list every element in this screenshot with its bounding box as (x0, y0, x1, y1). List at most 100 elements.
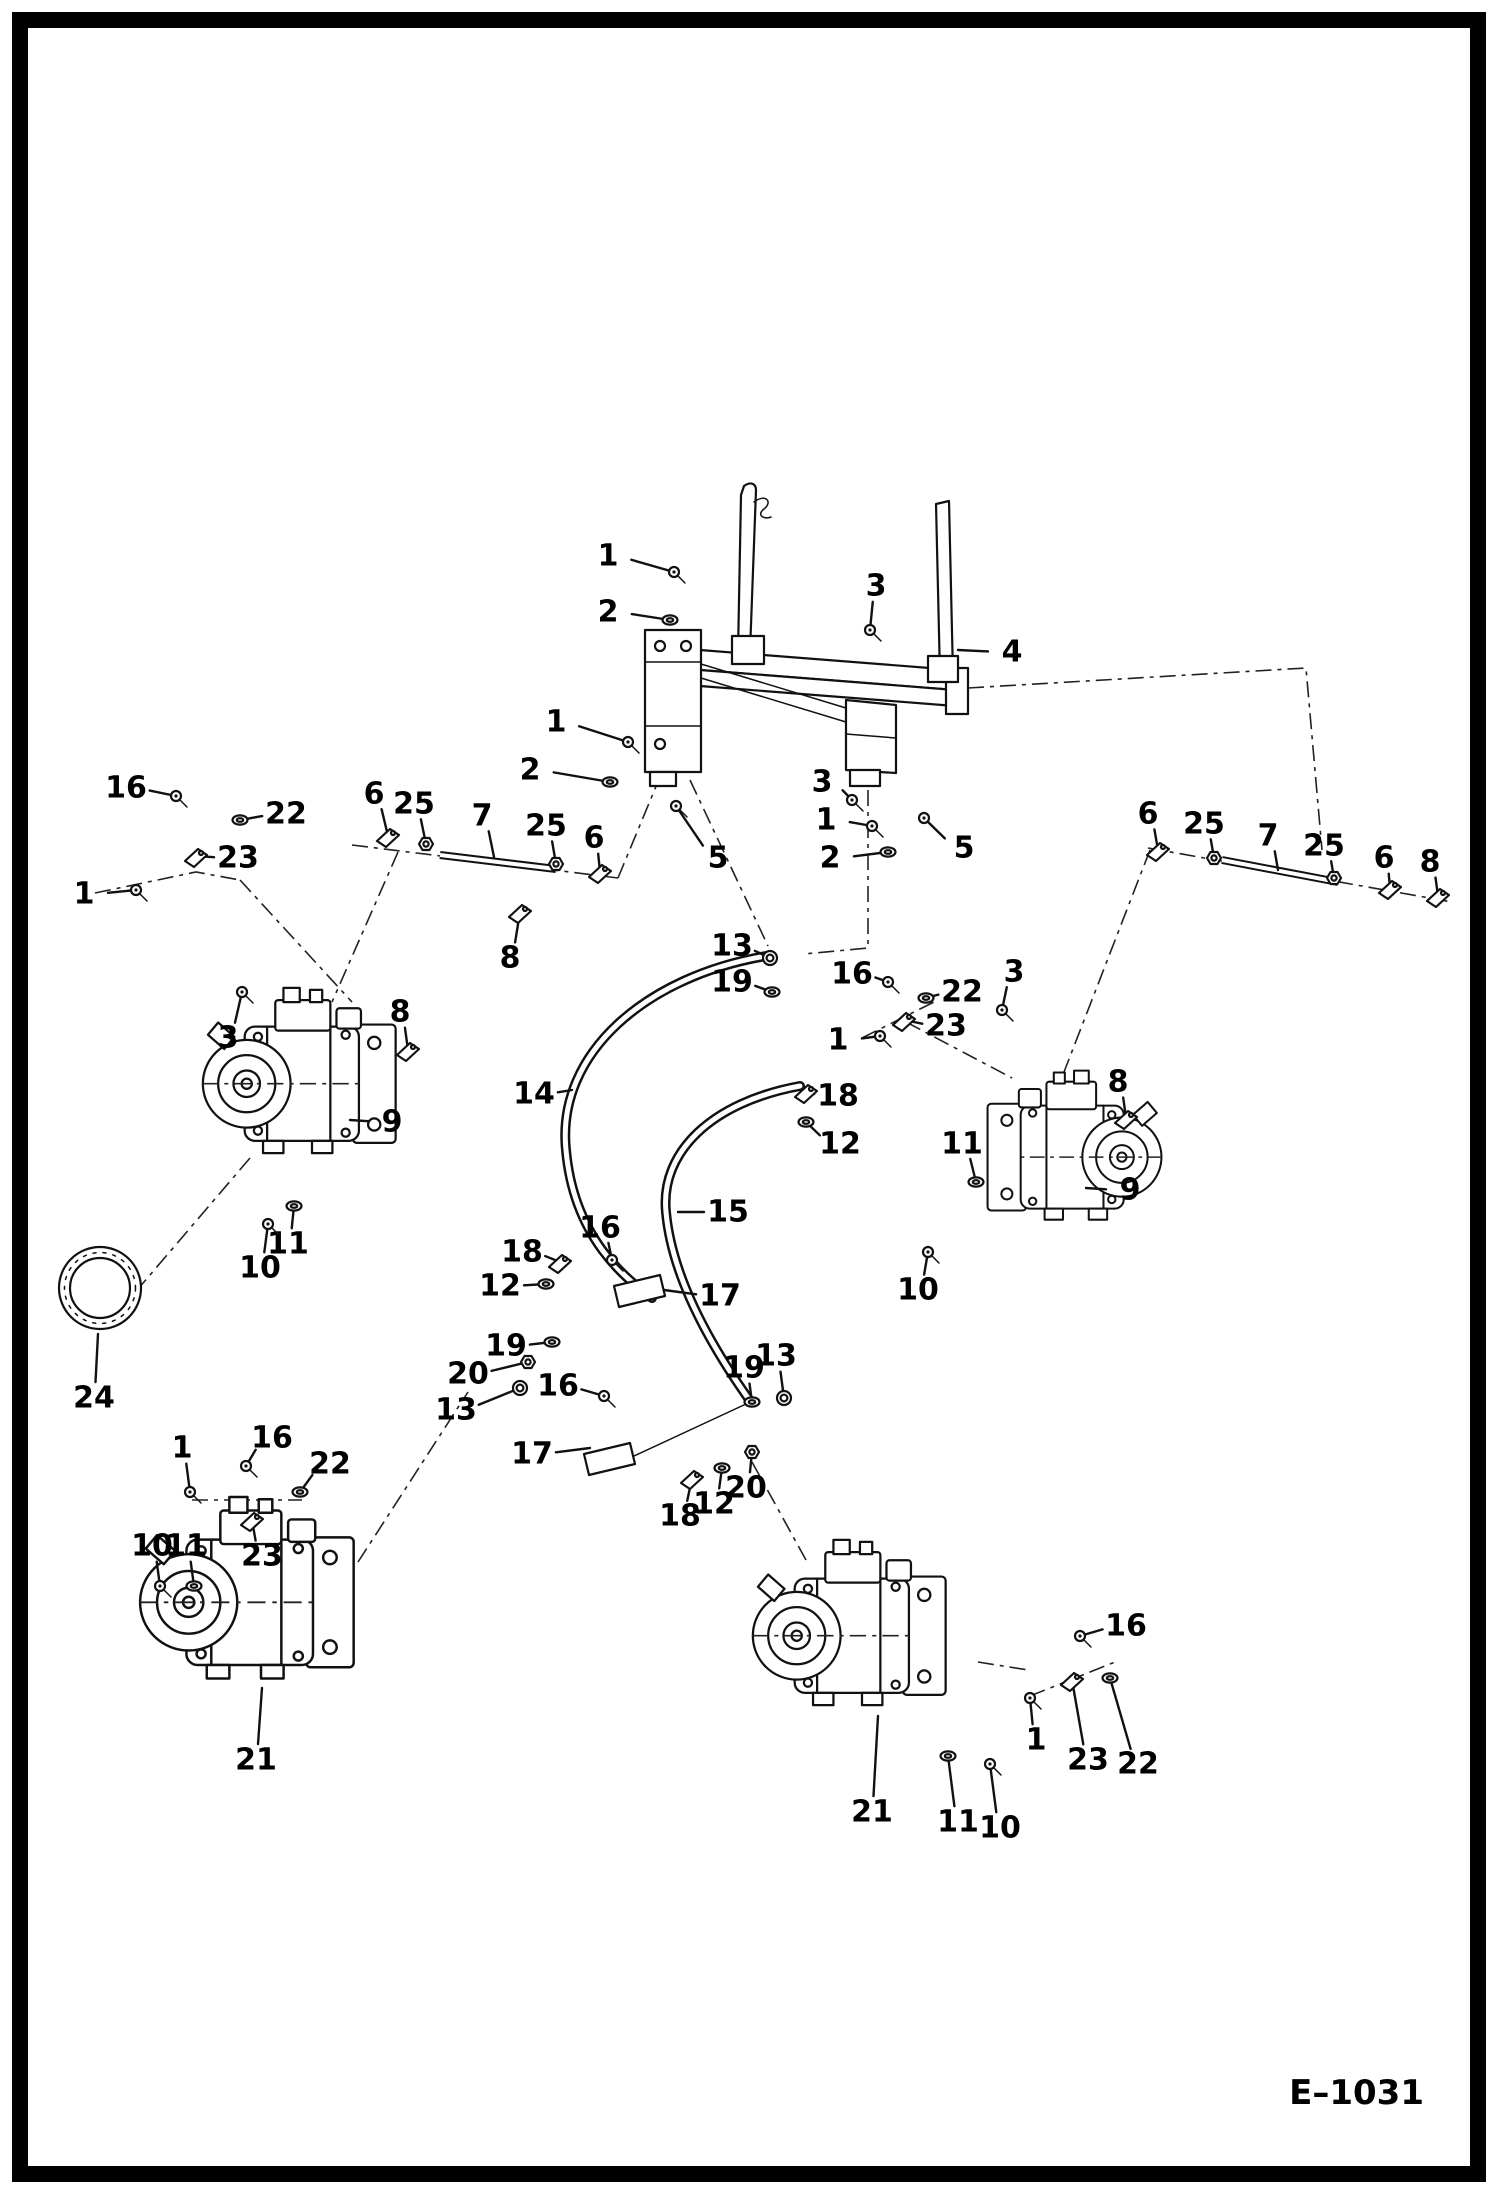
lever-grip-clip (753, 497, 772, 519)
callout-label: 10 (897, 1273, 939, 1308)
callout-13: 13 (711, 929, 779, 967)
part-glyph-washer (285, 1200, 303, 1212)
leader-line (1084, 1186, 1108, 1191)
control-lever-assembly (643, 482, 970, 788)
steering-lever-right (934, 499, 955, 678)
callout-22: 22 (917, 975, 983, 1010)
callout-13: 13 (755, 1339, 797, 1407)
hydraulic-hoses (560, 951, 805, 1403)
callout-23: 23 (183, 841, 259, 876)
part-glyph-washer (879, 846, 897, 858)
part-glyph-hex (417, 836, 435, 852)
leader-line (988, 1762, 998, 1814)
leader-line (94, 1332, 100, 1384)
callout-label: 2 (598, 595, 619, 630)
leader-line (674, 804, 705, 847)
callout-1: 1 (816, 803, 885, 839)
callout-5: 5 (669, 799, 728, 876)
callout-6: 6 (1374, 841, 1403, 901)
lever-pivot-right (926, 654, 960, 684)
callout-1: 1 (172, 1431, 203, 1505)
callout-6: 6 (1138, 797, 1171, 863)
callout-label: 23 (241, 1539, 283, 1574)
callout-label: 3 (1004, 955, 1025, 990)
part-glyph-oring (775, 1389, 793, 1407)
connector-link-line (633, 1403, 747, 1457)
hose-14 (560, 951, 771, 1303)
part-glyph-bolt (129, 883, 149, 903)
leader-line (256, 1686, 264, 1746)
callout-23: 23 (1059, 1671, 1109, 1778)
part-glyph-washer (1101, 1672, 1119, 1684)
part-glyph-washer (967, 1176, 985, 1188)
callout-1: 1 (828, 1023, 893, 1058)
callout-7: 7 (1258, 819, 1280, 872)
callout-label: 11 (941, 1127, 983, 1162)
callout-label: 3 (866, 569, 887, 604)
callout-label: 1 (816, 803, 837, 838)
callout-25: 25 (1303, 829, 1345, 886)
part-glyph-washer (185, 1580, 203, 1592)
part-glyph-fitting (1425, 887, 1451, 909)
callout-16: 16 (537, 1369, 617, 1409)
part-glyph-washer (763, 986, 781, 998)
callout-2: 2 (820, 841, 897, 876)
callout-label: 13 (755, 1339, 797, 1374)
part-glyph-washer (939, 1750, 957, 1762)
part-glyph-bolt (983, 1757, 1003, 1777)
part-glyph-washer (797, 1116, 815, 1128)
callout-17: 17 (662, 1279, 741, 1314)
part-glyph-hex (1205, 850, 1223, 866)
callout-label: 2 (520, 753, 541, 788)
callout-label: 25 (525, 809, 567, 844)
part-glyph-fitting (1145, 841, 1171, 863)
pivot-bracket-left (643, 628, 703, 788)
part-glyph-fitting (587, 863, 613, 885)
part-glyph-washer (231, 814, 249, 826)
figure-code: E–1031 (1289, 2073, 1424, 2113)
callout-label: 1 (172, 1431, 193, 1466)
callout-label: 8 (390, 995, 411, 1030)
callout-14: 14 (513, 1077, 574, 1112)
callout-12: 12 (479, 1269, 555, 1304)
callout-label: 9 (1120, 1173, 1141, 1208)
callout-3: 3 (995, 955, 1025, 1023)
leader-line (556, 1088, 574, 1094)
leader-line (348, 1118, 370, 1123)
callout-8: 8 (390, 995, 421, 1063)
callout-12: 12 (693, 1462, 735, 1522)
leader-line (1273, 850, 1280, 872)
linkage-tube-right (1221, 856, 1339, 886)
callout-10: 10 (979, 1757, 1021, 1846)
part-glyph-oring (761, 949, 779, 967)
callout-22: 22 (231, 797, 307, 832)
callout-label: 11 (165, 1529, 207, 1564)
callout-label: 16 (251, 1421, 293, 1456)
part-glyph-bolt (597, 1389, 617, 1409)
callout-label: 22 (1117, 1747, 1159, 1782)
callout-label: 13 (435, 1393, 477, 1428)
hydrostatic-pump-21-right (750, 1538, 947, 1707)
part-glyph-bolt (621, 735, 641, 755)
callout-16: 16 (1073, 1609, 1147, 1649)
part-glyph-hex (519, 1354, 537, 1370)
callout-label: 10 (131, 1529, 173, 1564)
linkage-tube-left (439, 851, 557, 873)
callout-25: 25 (1183, 807, 1225, 866)
callout-label: 18 (501, 1235, 543, 1270)
callout-9: 9 (348, 1105, 402, 1140)
callout-1: 1 (546, 705, 641, 755)
callout-label: 20 (725, 1471, 767, 1506)
callout-label: 8 (1420, 845, 1441, 880)
callout-8: 8 (1108, 1065, 1139, 1131)
callout-label: 8 (500, 941, 521, 976)
callout-13: 13 (435, 1379, 529, 1428)
part-glyph-bolt (881, 975, 901, 995)
callout-label: 25 (1303, 829, 1345, 864)
callout-19: 19 (485, 1329, 561, 1364)
leader-line (1108, 1676, 1132, 1750)
steering-lever-left (736, 482, 758, 655)
callout-label: 1 (828, 1023, 849, 1058)
callout-10: 10 (131, 1529, 173, 1599)
callout-4: 4 (956, 635, 1022, 670)
